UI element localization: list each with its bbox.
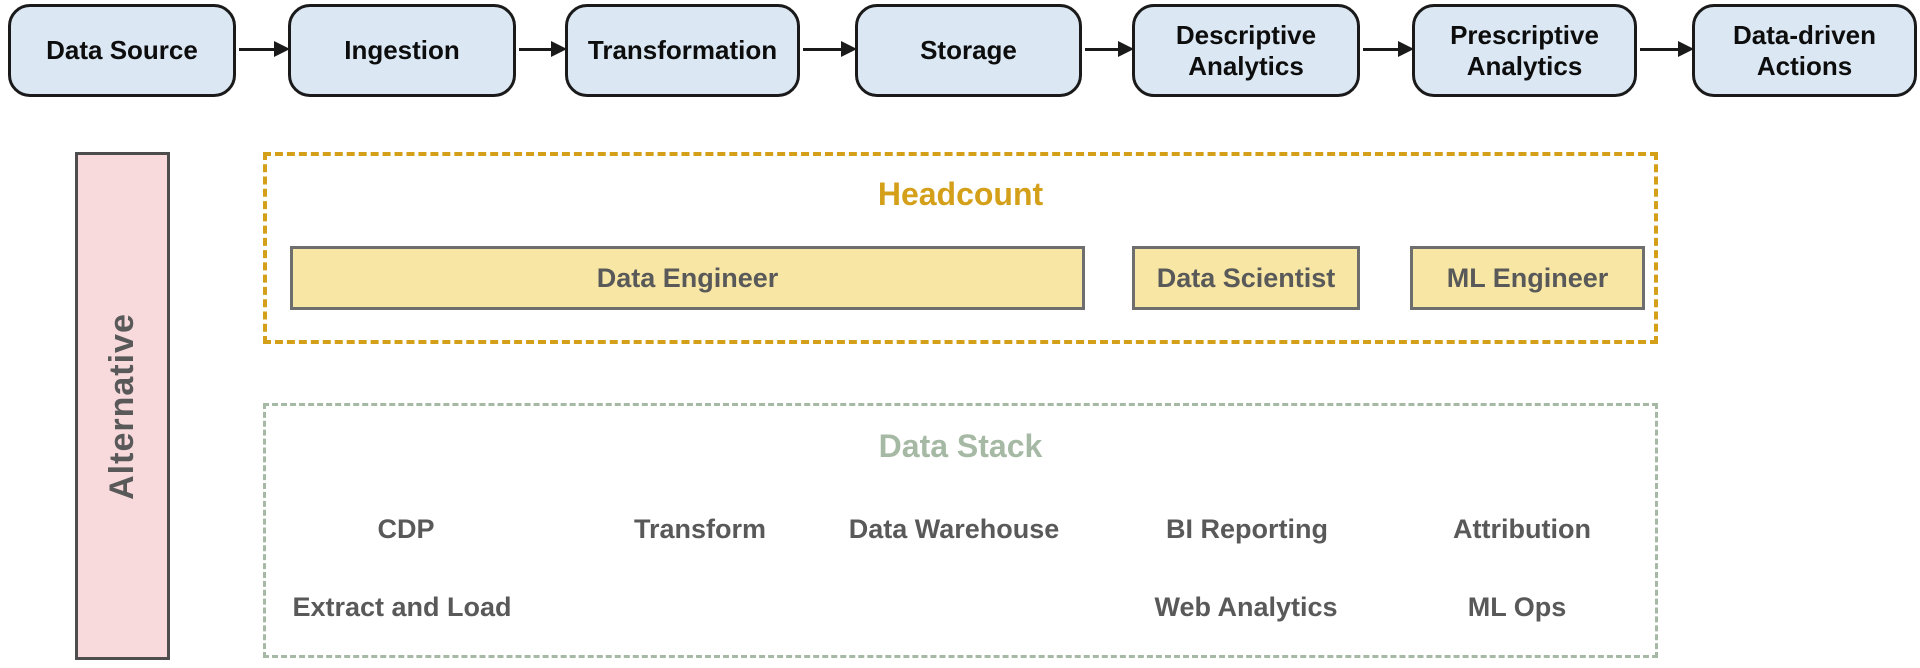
- stack-label-ml-ops: ML Ops: [1467, 592, 1567, 622]
- data-stack-group: Data Stack CDP Transform Data Warehouse …: [263, 403, 1658, 658]
- stack-label-web-analytics: Web Analytics: [1154, 592, 1338, 622]
- flow-arrow: [519, 41, 567, 57]
- headcount-title: Headcount: [877, 176, 1044, 212]
- role-label: Data Engineer: [596, 262, 779, 293]
- flow-box-storage: Storage: [855, 4, 1082, 97]
- flow-box-label: Prescriptive Analytics: [1450, 19, 1599, 81]
- flow-box-label: Ingestion: [344, 35, 460, 65]
- flow-box-data-driven-actions: Data-driven Actions: [1692, 4, 1917, 97]
- role-label: ML Engineer: [1446, 262, 1609, 293]
- stack-label-bi-reporting: BI Reporting: [1166, 514, 1328, 544]
- role-box-ml-engineer: ML Engineer: [1410, 246, 1645, 310]
- role-label: Data Scientist: [1156, 262, 1336, 293]
- alternative-band: Alternative: [75, 152, 170, 660]
- stack-label-extract-and-load: Extract and Load: [292, 592, 512, 622]
- stack-label-cdp: CDP: [377, 514, 435, 544]
- flow-box-label: Storage: [920, 35, 1017, 65]
- flow-box-label: Data-driven Actions: [1732, 19, 1877, 81]
- flow-arrow: [1085, 41, 1134, 57]
- flow-box-transformation: Transformation: [565, 4, 800, 97]
- alternative-label: Alternative: [103, 312, 142, 500]
- flow-box-descriptive-analytics: Descriptive Analytics: [1132, 4, 1360, 97]
- headcount-group: Headcount Data Engineer Data Scientist M…: [263, 152, 1658, 344]
- flow-box-label: Data Source: [46, 35, 198, 65]
- flow-arrow: [239, 41, 290, 57]
- role-box-data-scientist: Data Scientist: [1132, 246, 1360, 310]
- role-box-data-engineer: Data Engineer: [290, 246, 1085, 310]
- flow-arrow: [803, 41, 857, 57]
- flow-box-ingestion: Ingestion: [288, 4, 516, 97]
- flow-arrow: [1640, 41, 1694, 57]
- flow-box-label: Descriptive Analytics: [1175, 19, 1317, 81]
- flow-arrow: [1363, 41, 1414, 57]
- flow-box-data-source: Data Source: [8, 4, 236, 97]
- data-stack-title: Data Stack: [878, 428, 1043, 464]
- stack-label-transform: Transform: [633, 514, 767, 544]
- stack-label-attribution: Attribution: [1453, 514, 1591, 544]
- flow-box-prescriptive-analytics: Prescriptive Analytics: [1412, 4, 1637, 97]
- flow-box-label: Transformation: [587, 35, 778, 65]
- stack-label-data-warehouse: Data Warehouse: [848, 514, 1060, 544]
